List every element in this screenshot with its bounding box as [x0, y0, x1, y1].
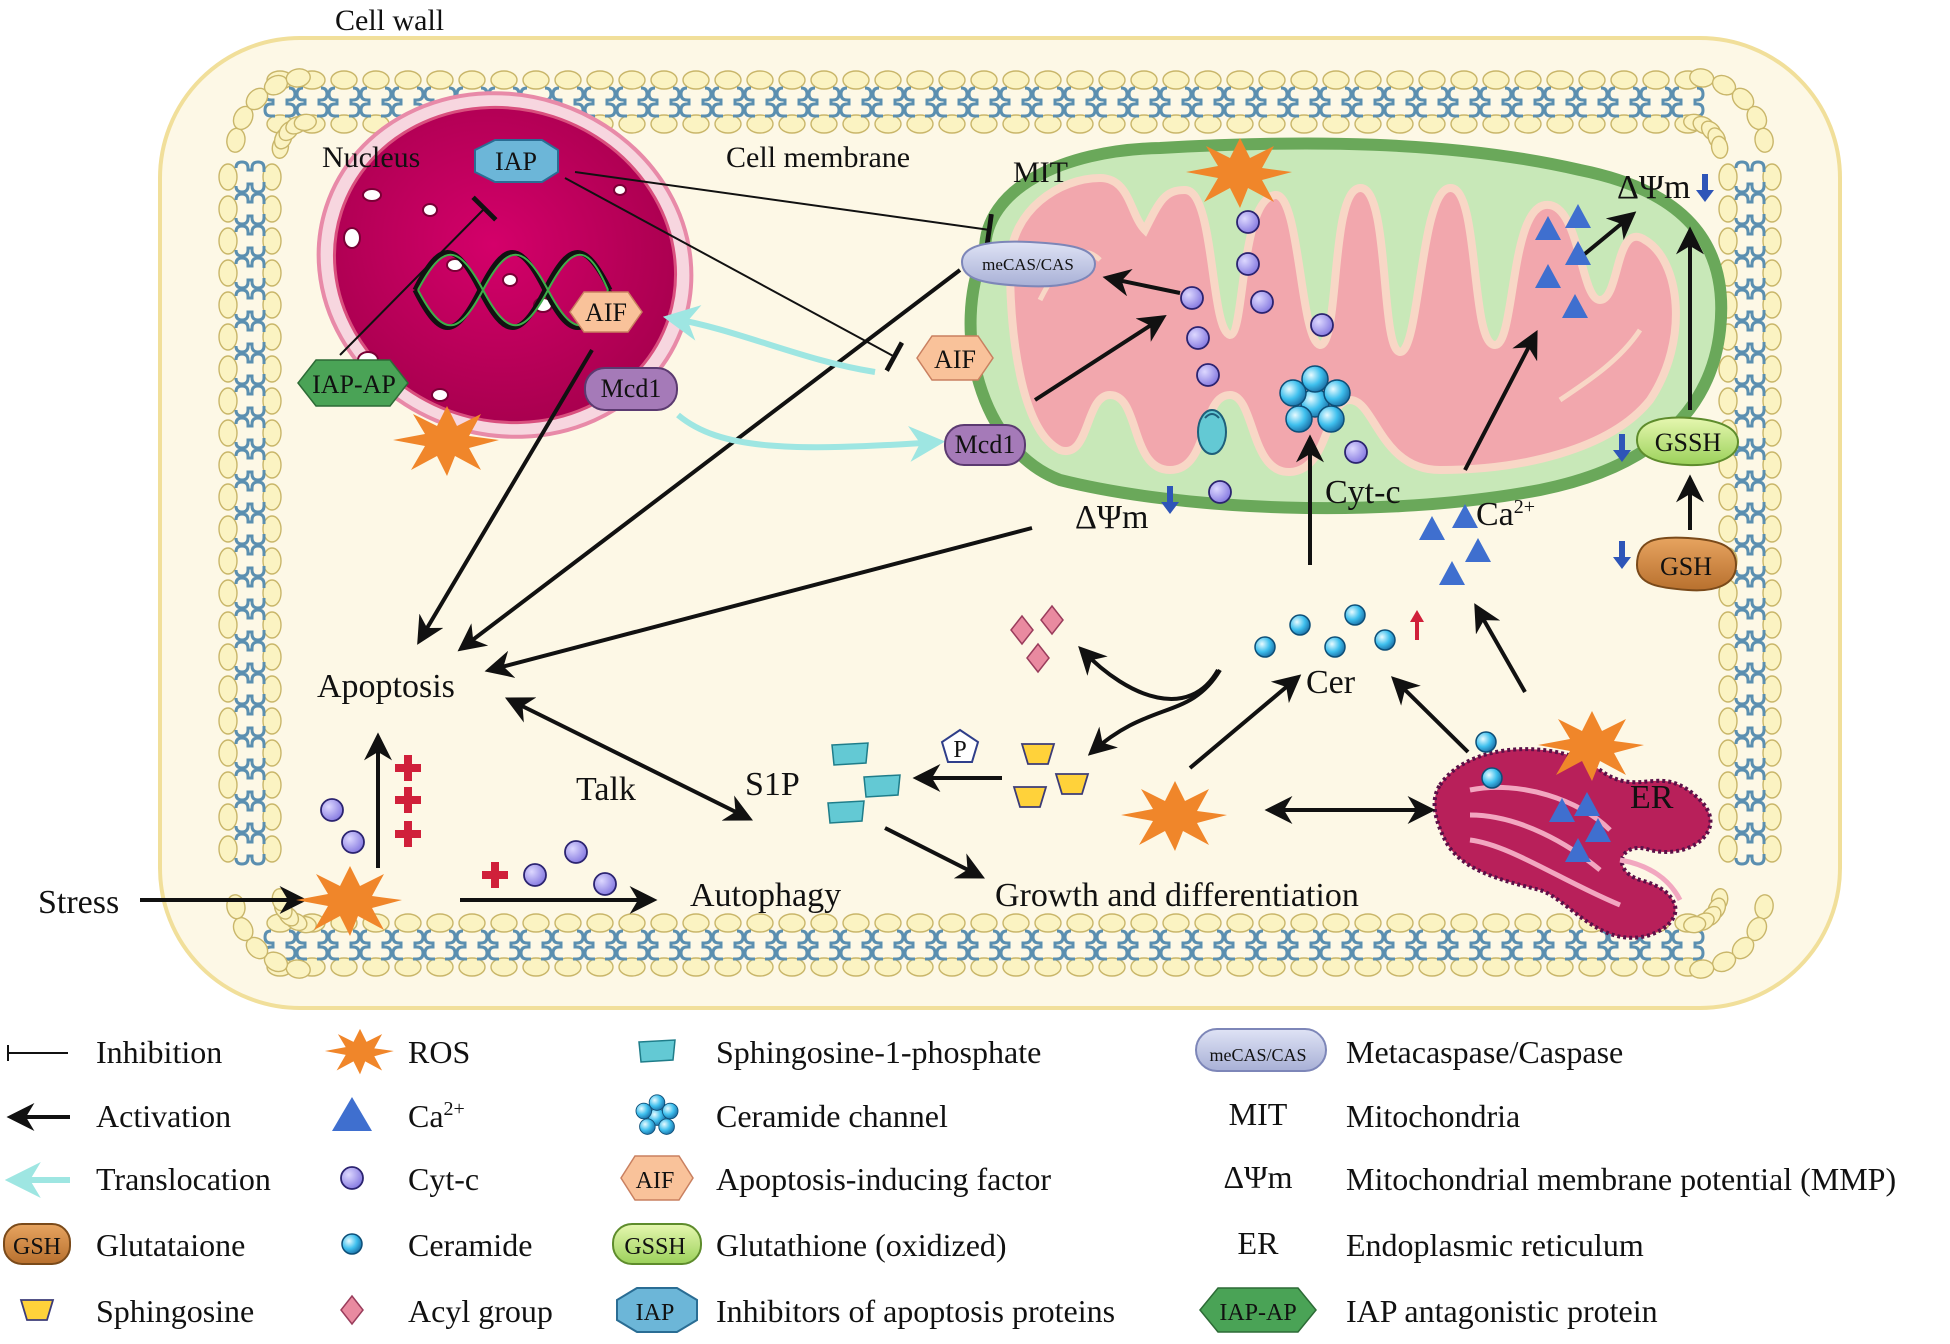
- legend-tag: IAP: [636, 1300, 675, 1326]
- legend-item: Acyl group: [340, 1293, 553, 1329]
- legend-text: IAP antagonistic protein: [1346, 1293, 1658, 1329]
- dna-helix: [412, 250, 613, 330]
- mcd1-mit-tag: Mcd1: [944, 424, 1026, 466]
- legend-item: Sphingosine: [20, 1293, 254, 1329]
- cer-up-arrow: [1410, 610, 1424, 640]
- svg-text:IAP-AP: IAP-AP: [312, 370, 396, 399]
- legend-item: Ceramide channel: [635, 1094, 948, 1135]
- legend-tag: AIF: [636, 1168, 675, 1194]
- legend-item: Ca2+: [332, 1097, 465, 1134]
- legend-text: Cyt-c: [408, 1161, 479, 1197]
- mmp-mid-label: ΔΨm: [1075, 499, 1148, 536]
- legend-text: Metacaspase/Caspase: [1346, 1034, 1623, 1070]
- cell-membrane: [218, 68, 1782, 979]
- legend-tag: GSH: [13, 1234, 61, 1260]
- legend-text: Sphingosine: [96, 1293, 254, 1329]
- ca-label: Ca2+: [1476, 496, 1535, 533]
- legend-text: Activation: [96, 1098, 231, 1134]
- legend-tag: ER: [1238, 1225, 1280, 1261]
- phosphate: P: [940, 728, 980, 763]
- iap-ap-tag: IAP-AP: [297, 359, 409, 407]
- nucleus-label: Nucleus: [322, 141, 420, 174]
- legend-item: MIT Mitochondria: [1229, 1096, 1521, 1134]
- svg-text:meCAS/CAS: meCAS/CAS: [982, 255, 1074, 274]
- phosphate-label: P: [953, 737, 966, 763]
- legend-item: GSSH Glutathione (oxidized): [612, 1223, 1007, 1265]
- mmp-right-label: ΔΨm: [1617, 169, 1690, 206]
- legend-item: ΔΨm Mitochondrial membrane potential (MMP…: [1223, 1159, 1896, 1197]
- svg-text:AIF: AIF: [934, 345, 976, 374]
- svg-text:AIF: AIF: [585, 298, 627, 327]
- mecas-tag: meCAS/CAS: [960, 240, 1097, 288]
- legend-tag: IAP-AP: [1219, 1300, 1296, 1326]
- legend-text: Ceramide channel: [716, 1098, 948, 1134]
- svg-text:Mcd1: Mcd1: [601, 374, 662, 403]
- mcd1-nucleus-tag: Mcd1: [584, 367, 678, 411]
- legend-text: Apoptosis-inducing factor: [716, 1161, 1051, 1197]
- iap-tag: IAP: [474, 139, 559, 183]
- legend-text: Sphingosine-1-phosphate: [716, 1034, 1041, 1070]
- legend-tag: MIT: [1229, 1096, 1288, 1132]
- legend-item: Sphingosine-1-phosphate: [638, 1034, 1041, 1070]
- apoptosis-label: Apoptosis: [317, 668, 455, 705]
- legend-text: Glutataione: [96, 1227, 245, 1263]
- legend-text: Mitochondria: [1346, 1098, 1520, 1134]
- legend-tag: meCAS/CAS: [1209, 1045, 1306, 1065]
- aif-cytoplasm-tag: AIF: [916, 335, 994, 381]
- legend-item: AIF Apoptosis-inducing factor: [620, 1155, 1051, 1201]
- legend-tag: GSSH: [624, 1234, 685, 1260]
- activation-arrows: [140, 211, 1704, 914]
- legend-item: IAP-AP IAP antagonistic protein: [1199, 1287, 1658, 1333]
- legend-item: GSH Glutataione: [3, 1223, 245, 1265]
- svg-text:GSH: GSH: [1660, 552, 1712, 581]
- mit-channel: [1197, 409, 1227, 455]
- legend-text: Ceramide: [408, 1227, 532, 1263]
- legend-item: Inhibition: [7, 1034, 222, 1070]
- legend-tag: ΔΨm: [1223, 1159, 1292, 1195]
- talk-label: Talk: [576, 771, 636, 808]
- legend-item: Ceramide: [341, 1227, 532, 1263]
- legend-text: Ca2+: [408, 1098, 465, 1134]
- legend-text: Translocation: [96, 1161, 271, 1197]
- legend-text: Inhibitors of apoptosis proteins: [716, 1293, 1115, 1329]
- autophagy-label: Autophagy: [690, 877, 841, 914]
- endoplasmic-reticulum: [1432, 711, 1713, 940]
- translocation-arrows: [662, 305, 946, 462]
- legend-item: Cyt-c: [340, 1161, 479, 1197]
- legend-text: Acyl group: [408, 1293, 553, 1329]
- svg-text:GSSH: GSSH: [1655, 428, 1722, 457]
- growth-label: Growth and differentiation: [995, 877, 1359, 914]
- mitochondrion: [964, 137, 1728, 515]
- inhibition-lines: [339, 171, 994, 372]
- gsh-tag: GSH: [1635, 536, 1738, 592]
- cell-membrane-label: Cell membrane: [726, 141, 910, 174]
- legend-item: Translocation: [4, 1161, 271, 1198]
- legend-item: IAP Inhibitors of apoptosis proteins: [616, 1287, 1115, 1333]
- er-label: ER: [1630, 779, 1674, 816]
- legend-item: Activation: [6, 1098, 231, 1134]
- aif-nucleus-tag: AIF: [569, 291, 643, 333]
- s1p-label: S1P: [745, 766, 800, 803]
- svg-text:IAP: IAP: [495, 147, 537, 176]
- legend-item: ROS: [324, 1028, 470, 1075]
- legend-text: Endoplasmic reticulum: [1346, 1227, 1644, 1263]
- legend-text: Mitochondrial membrane potential (MMP): [1346, 1161, 1896, 1197]
- stress-label: Stress: [38, 884, 119, 921]
- cell-wall-label: Cell wall: [335, 4, 444, 37]
- gssh-tag: GSSH: [1635, 416, 1740, 467]
- legend-item: meCAS/CAS Metacaspase/Caspase: [1195, 1028, 1623, 1072]
- svg-text:Mcd1: Mcd1: [955, 430, 1016, 459]
- legend-item: ER Endoplasmic reticulum: [1238, 1225, 1644, 1263]
- legend-text: Inhibition: [96, 1034, 222, 1070]
- cer-label: Cer: [1306, 664, 1356, 701]
- legend-text: Glutathione (oxidized): [716, 1227, 1007, 1263]
- legend-text: ROS: [408, 1034, 470, 1070]
- cytc-label: Cyt-c: [1325, 474, 1401, 511]
- mit-label: MIT: [1013, 156, 1068, 189]
- nucleus: [316, 91, 694, 476]
- diagram-labels: Cell wall Nucleus Cell membrane MIT ΔΨm …: [38, 4, 1690, 921]
